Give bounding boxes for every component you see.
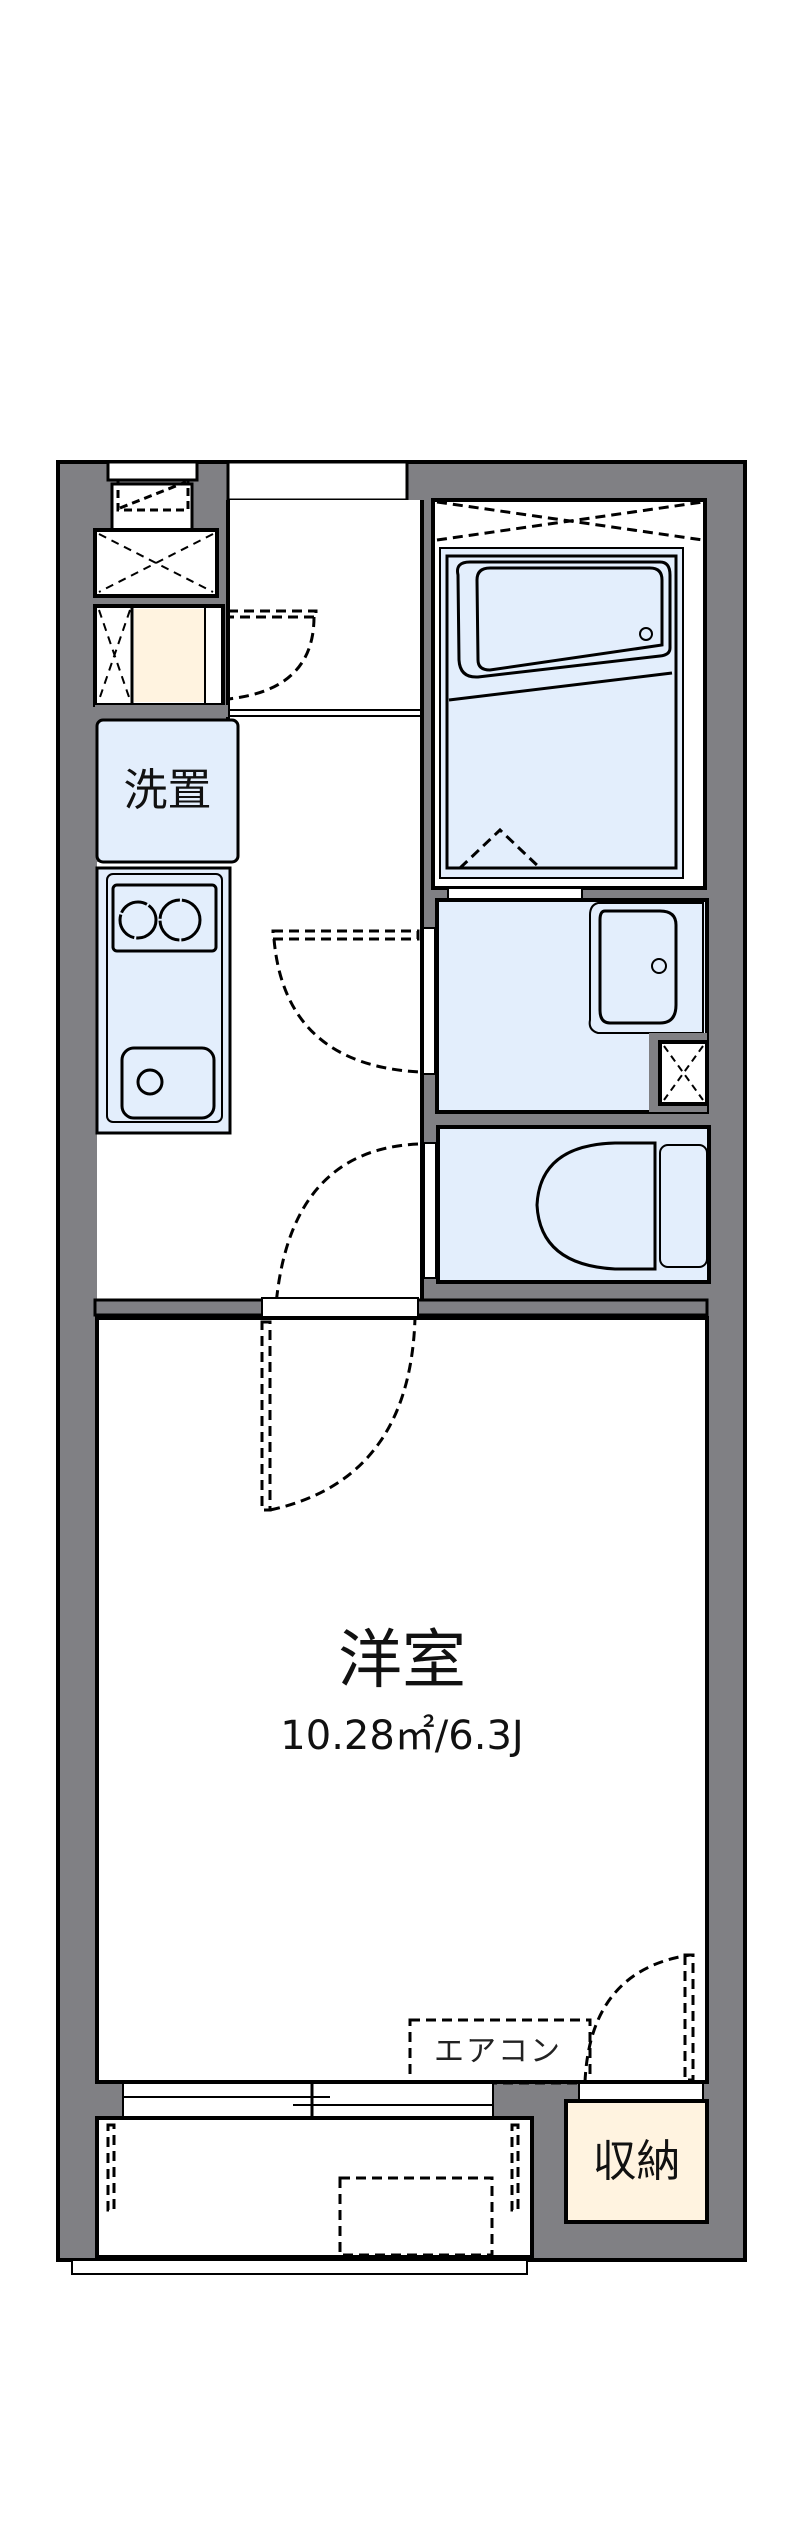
- washer-space: [95, 718, 240, 864]
- toilet-room: [436, 1125, 711, 1284]
- balcony-window: [122, 2082, 494, 2148]
- sink-icon: [120, 1046, 216, 1120]
- storage: [564, 2099, 709, 2224]
- shoe-closet-wall: [95, 705, 228, 717]
- storage-door-opening: [578, 2082, 704, 2102]
- bathroom: [431, 498, 707, 890]
- bedroom-door-opening: [261, 1297, 419, 1318]
- burner-icon: [118, 900, 158, 940]
- air-conditioner-label: エアコン: [434, 2034, 562, 2069]
- washer-space-label: 洗置: [123, 765, 212, 816]
- storage-door-swing: [583, 1953, 695, 2083]
- balcony-base: [71, 2259, 528, 2275]
- room-label: 洋室: [338, 1624, 466, 1698]
- balcony: [95, 2116, 534, 2259]
- storage-label: 収納: [592, 2136, 681, 2187]
- toilet-door-opening: [423, 1142, 437, 1279]
- washbasin-icon: [598, 909, 678, 1025]
- bedroom-door-swing: [260, 1317, 417, 1512]
- western-room: [95, 1316, 709, 2084]
- air-conditioner-outline: [408, 2018, 592, 2085]
- kitchen-counter: [95, 866, 232, 1135]
- shoe-closet: [93, 604, 225, 707]
- meter-box: [110, 478, 194, 536]
- burner-icon: [158, 898, 202, 942]
- vanity-door-opening: [422, 927, 436, 1075]
- pipe-shaft: [93, 528, 219, 598]
- vanity-room: [435, 898, 709, 1114]
- entrance-opening: [226, 460, 409, 502]
- room-area: 10.28㎡/6.3J: [280, 1713, 524, 1759]
- outdoor-unit-outline: [338, 2176, 494, 2257]
- shoe-closet-door-swing: [226, 609, 318, 701]
- vanity-door-swing: [271, 929, 421, 1074]
- toilet-icon: [535, 1141, 657, 1271]
- meter-box-opening: [106, 460, 199, 482]
- vanity-shaft: [658, 1040, 709, 1106]
- bath-door-swing: [458, 827, 542, 870]
